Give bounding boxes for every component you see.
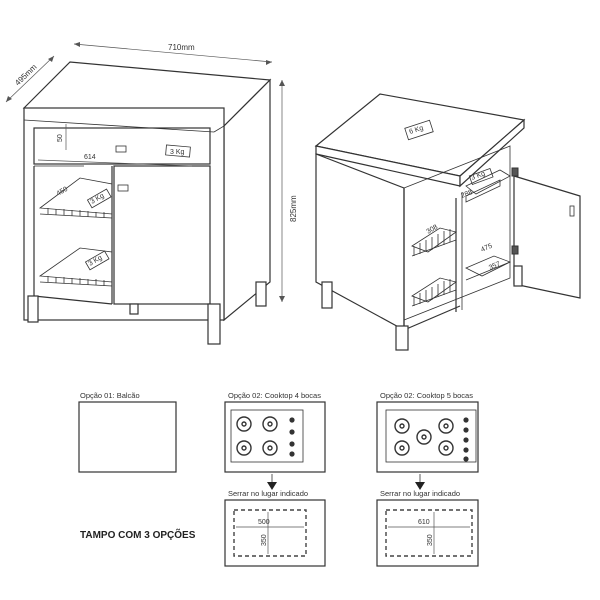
inner-width-label: 614	[84, 154, 96, 161]
knob-icon	[463, 417, 469, 462]
right-shelf-width-label: 288	[460, 189, 474, 200]
cut-caption-2: Serrar no lugar indicado	[380, 489, 460, 498]
option-3-caption: Opção 02: Cooktop 5 bocas	[380, 391, 473, 400]
burner-icon	[394, 418, 454, 456]
lower-depth-label: 475	[480, 243, 494, 254]
burner-icon	[236, 416, 278, 456]
option-1-caption: Opção 01: Balcão	[80, 391, 140, 400]
cut-caption-1: Serrar no lugar indicado	[228, 489, 308, 498]
left-shelf-depth-label: 308	[426, 224, 440, 236]
arrow-down-icon	[415, 482, 425, 490]
cut-2-width: 610	[418, 519, 430, 526]
main-title: TAMPO COM 3 OPÇÕES	[80, 528, 196, 541]
option-3-cooktop-5: Opção 02: Cooktop 5 bocas Serrar no luga…	[376, 391, 479, 567]
arrow-down-icon	[267, 482, 277, 490]
option-1-balcao: Opção 01: Balcão	[78, 391, 177, 473]
drawer-height-label: 50	[57, 134, 64, 142]
left-cabinet	[22, 61, 272, 345]
shelf-depth-label: 450	[56, 186, 70, 198]
height-label: 825mm	[289, 195, 298, 222]
knob-icon	[289, 417, 295, 457]
option-2-cooktop-4: Opção 02: Cooktop 4 bocas Serrar no luga…	[224, 391, 326, 567]
top-weight-tag: 6 Kg	[404, 119, 434, 141]
depth-label: 495mm	[13, 62, 39, 87]
right-cabinet	[314, 93, 581, 351]
lower-width-label: 357	[488, 261, 502, 272]
right-dimensions: 6 Kg 3 Kg 288 308 475 357	[404, 119, 502, 272]
drawer-weight-tag: 3 Kg	[165, 144, 191, 158]
cut-2-height: 350	[427, 534, 434, 546]
cut-1-width: 500	[258, 519, 270, 526]
option-2-caption: Opção 02: Cooktop 4 bocas	[228, 391, 321, 400]
width-label: 710mm	[168, 43, 195, 52]
cut-1-height: 350	[261, 534, 268, 546]
svg-text:3 Kg: 3 Kg	[470, 170, 486, 182]
svg-text:3 Kg: 3 Kg	[170, 149, 185, 156]
svg-text:6 Kg: 6 Kg	[408, 125, 424, 136]
right-upper-weight-tag: 3 Kg	[468, 167, 494, 185]
